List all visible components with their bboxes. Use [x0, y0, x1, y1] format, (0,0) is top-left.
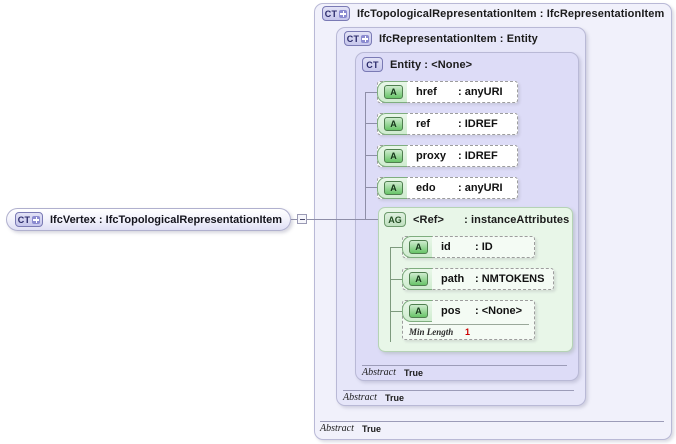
- attribute-group-name: <Ref>: [413, 213, 445, 226]
- tree-trunk-refgroup: [390, 247, 391, 342]
- attribute-name: ref: [416, 118, 431, 130]
- tree-branch-id: [390, 247, 402, 248]
- tree-branch-href: [365, 92, 377, 93]
- attribute-name: proxy: [416, 150, 446, 162]
- node-ifcvertex-label: IfcVertex : IfcTopologicalRepresentation…: [50, 213, 283, 226]
- tree-branch-path: [390, 279, 402, 280]
- container-title-level0: IfcTopologicalRepresentationItem : IfcRe…: [357, 7, 665, 20]
- attribute-name: pos: [441, 305, 461, 317]
- attribute-type: : <None>: [475, 305, 523, 317]
- facet-separator: [409, 324, 529, 325]
- container-title-level1: IfcRepresentationItem : Entity: [379, 32, 538, 45]
- attribute-group-header: AG <Ref> : instanceAttributes: [384, 212, 569, 227]
- attribute-group-type: : instanceAttributes: [464, 213, 570, 226]
- attribute-icon: A: [384, 149, 403, 163]
- facet-value-min-length: 1: [465, 327, 471, 337]
- tree-branch-pos: [390, 311, 402, 312]
- abstract-value-level1: True: [385, 393, 405, 403]
- attribute-icon: A: [384, 85, 403, 99]
- attribute-pos[interactable]: A pos : <None> Min Length 1: [402, 300, 535, 340]
- attribute-icon: A: [409, 304, 428, 318]
- abstract-label-level2: Abstract: [362, 367, 396, 378]
- attribute-type: : IDREF: [458, 150, 498, 162]
- node-ifcvertex[interactable]: CT IfcVertex : IfcTopologicalRepresentat…: [6, 208, 291, 231]
- complextype-expand-icon[interactable]: CT: [322, 6, 350, 21]
- complextype-expand-icon[interactable]: CT: [344, 31, 372, 46]
- attribute-name: href: [416, 86, 437, 98]
- tree-branch-proxy: [365, 155, 377, 156]
- attribute-href[interactable]: A href : anyURI: [377, 81, 518, 103]
- container-header-level1: CT IfcRepresentationItem : Entity: [344, 31, 538, 46]
- abstract-separator-level2: [362, 365, 567, 366]
- tree-branch-edo: [365, 187, 377, 188]
- attribute-icon: A: [409, 240, 428, 254]
- connector-root-to-toggle: [291, 219, 297, 220]
- attribute-icon-holder: A: [377, 145, 407, 167]
- container-title-level2: Entity : <None>: [390, 58, 473, 71]
- complextype-expand-icon[interactable]: CT: [15, 212, 43, 227]
- attribute-type: : IDREF: [458, 118, 498, 130]
- complextype-icon: CT: [362, 57, 383, 72]
- attribute-icon-holder: A: [402, 236, 432, 258]
- abstract-label-level1: Abstract: [343, 392, 377, 403]
- container-header-level0: CT IfcTopologicalRepresentationItem : If…: [322, 6, 664, 21]
- attributegroup-icon: AG: [384, 212, 406, 227]
- tree-trunk-entity: [365, 92, 366, 220]
- expand-toggle[interactable]: [297, 214, 307, 224]
- attribute-icon-holder: A: [377, 81, 407, 103]
- attribute-icon: A: [384, 117, 403, 131]
- attribute-icon-holder: A: [377, 113, 407, 135]
- attribute-name: path: [441, 273, 465, 285]
- attribute-name: edo: [416, 182, 436, 194]
- connector-toggle-to-group: [307, 219, 378, 220]
- attribute-edo[interactable]: A edo : anyURI: [377, 177, 518, 199]
- abstract-value-level2: True: [404, 368, 424, 378]
- container-header-level2: CT Entity : <None>: [362, 57, 472, 72]
- attribute-icon: A: [384, 181, 403, 195]
- abstract-value-level0: True: [362, 424, 382, 434]
- attribute-ref[interactable]: A ref : IDREF: [377, 113, 518, 135]
- attribute-icon-holder: A: [377, 177, 407, 199]
- attribute-type: : NMTOKENS: [475, 273, 545, 285]
- attribute-name: id: [441, 241, 451, 253]
- attribute-type: : anyURI: [458, 86, 503, 98]
- attribute-path[interactable]: A path : NMTOKENS: [402, 268, 554, 290]
- attribute-proxy[interactable]: A proxy : IDREF: [377, 145, 518, 167]
- tree-branch-ref: [365, 123, 377, 124]
- attribute-type: : anyURI: [458, 182, 503, 194]
- attribute-id[interactable]: A id : ID: [402, 236, 535, 258]
- abstract-separator-level0: [320, 421, 664, 422]
- attribute-type: : ID: [475, 241, 493, 253]
- abstract-label-level0: Abstract: [320, 423, 354, 434]
- attribute-icon-holder: A: [402, 300, 432, 322]
- abstract-separator-level1: [343, 390, 574, 391]
- attribute-icon: A: [409, 272, 428, 286]
- facet-label-min-length: Min Length: [409, 327, 454, 337]
- attribute-icon-holder: A: [402, 268, 432, 290]
